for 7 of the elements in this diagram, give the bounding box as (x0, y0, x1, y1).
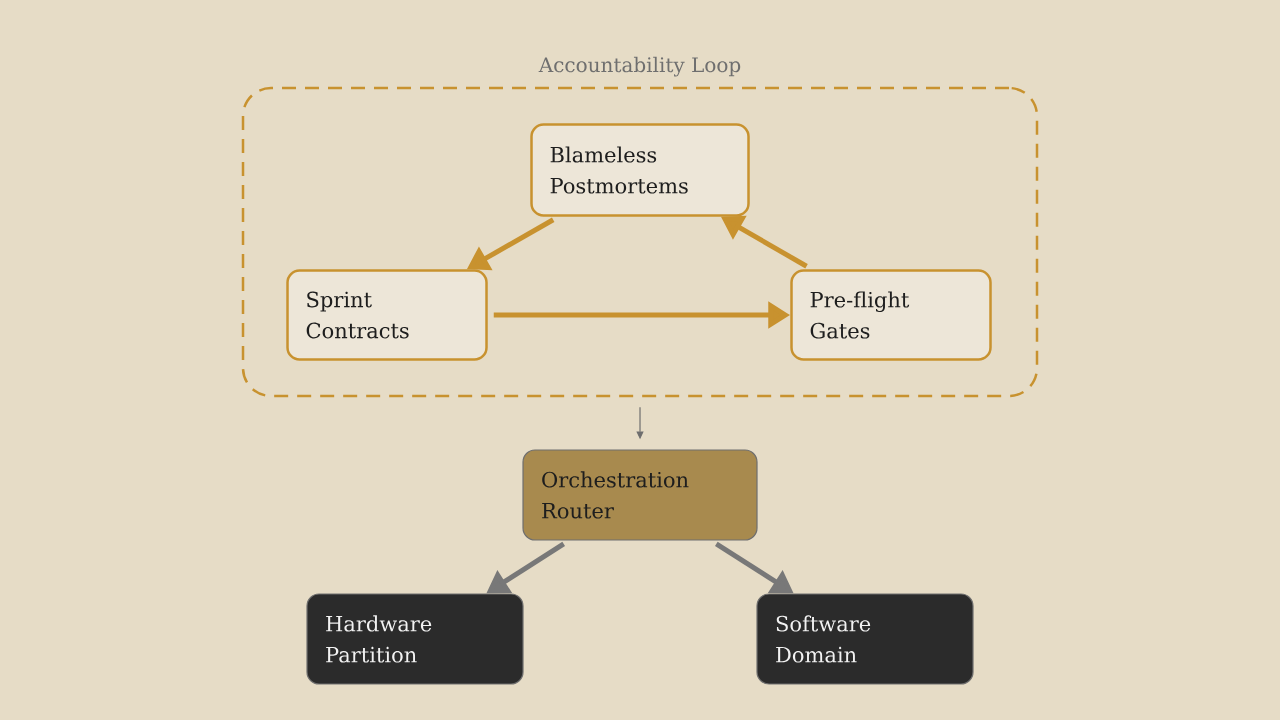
process-box: Orchestration Router (522, 449, 758, 541)
process-box: Pre-flight Gates (790, 269, 992, 361)
process-box: Sprint Contracts (286, 269, 488, 361)
group-title: Accountability Loop (538, 56, 741, 77)
process-box: Blameless Postmortems (530, 123, 750, 217)
process-box: Software Domain (756, 593, 974, 685)
process-box: Hardware Partition (306, 593, 524, 685)
